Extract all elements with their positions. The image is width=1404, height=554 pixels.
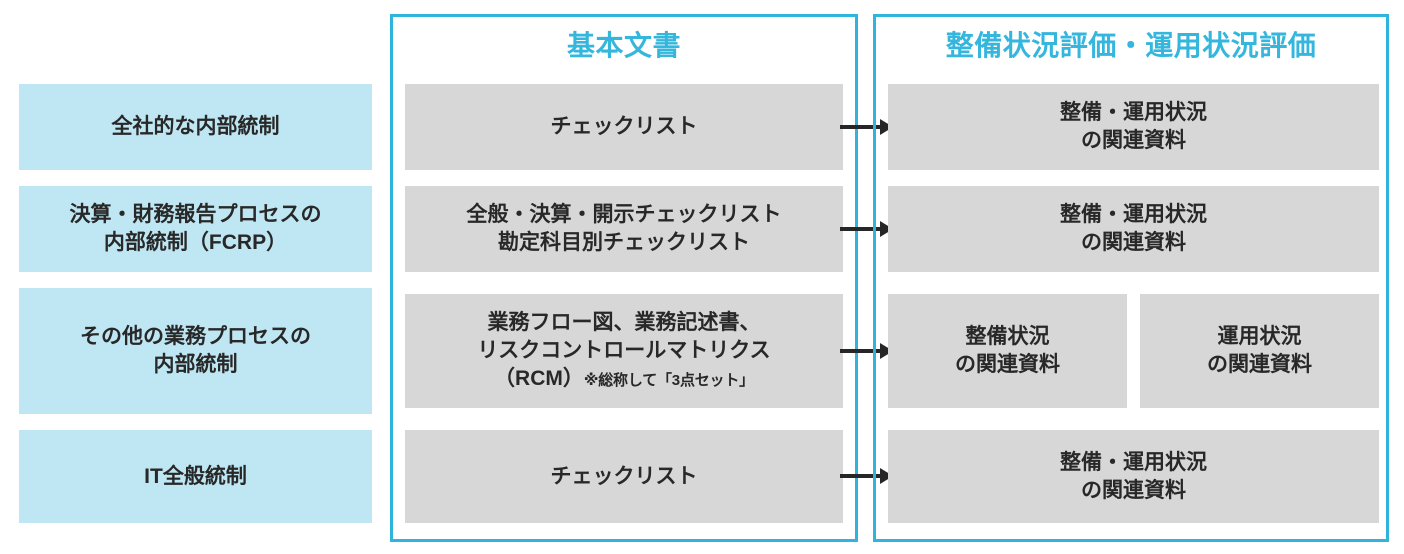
eval-doc-label-3a: 整備状況 の関連資料 [947, 323, 1068, 378]
basic-doc-label-2: 全般・決算・開示チェックリスト 勘定科目別チェックリスト [459, 201, 790, 256]
eval-doc-label-3a-line-2: の関連資料 [955, 353, 1060, 376]
basic-doc-label-1: チェックリスト [550, 115, 698, 139]
eval-doc-box-4: 整備・運用状況 の関連資料 [888, 430, 1379, 523]
arrow-shaft [840, 474, 882, 478]
eval-doc-box-3b: 運用状況 の関連資料 [1140, 294, 1379, 408]
eval-doc-label-3a-line-1: 整備状況 [965, 325, 1050, 349]
eval-doc-label-2: 整備・運用状況 の関連資料 [1052, 201, 1215, 256]
eval-doc-label-3b-line-2: の関連資料 [1207, 353, 1312, 376]
eval-doc-label-4-line-2: の関連資料 [1081, 478, 1186, 502]
basic-doc-label-3-line-1: 業務フロー図、業務記述書、 [487, 311, 761, 335]
basic-doc-label-2-line-1: 全般・決算・開示チェックリスト [466, 203, 782, 227]
arrow-shaft [840, 125, 882, 129]
category-label-2-line-1: 決算・財務報告プロセスの [69, 203, 322, 227]
eval-doc-label-1: 整備・運用状況 の関連資料 [1052, 99, 1215, 154]
category-label-3-line-2: 内部統制 [153, 353, 238, 376]
eval-doc-label-1-line-1: 整備・運用状況 [1060, 101, 1207, 125]
basic-doc-note-3: ※総称して「3点セット」 [583, 371, 754, 389]
category-label-3-line-1: その他の業務プロセスの [80, 325, 311, 349]
basic-doc-box-4: チェックリスト [405, 430, 843, 523]
eval-doc-label-4: 整備・運用状況 の関連資料 [1052, 449, 1215, 504]
eval-doc-label-1-line-2: の関連資料 [1081, 129, 1186, 152]
evaluation-title: 整備状況評価・運用状況評価 [945, 30, 1317, 61]
basic-doc-label-3: 業務フロー図、業務記述書、 リスクコントロールマトリクス （RCM）※総称して「… [469, 309, 778, 392]
eval-doc-label-2-line-2: の関連資料 [1081, 231, 1186, 254]
evaluation-panel: 整備状況評価・運用状況評価 [873, 14, 1389, 542]
category-label-4: IT全般統制 [144, 464, 247, 488]
category-label-2: 決算・財務報告プロセスの 内部統制（FCRP） [62, 201, 330, 256]
basic-doc-label-2-line-2: 勘定科目別チェックリスト [498, 231, 750, 254]
category-label-3: その他の業務プロセスの 内部統制 [72, 323, 319, 378]
basic-doc-label-4: チェックリスト [550, 464, 698, 488]
category-label-1: 全社的な内部統制 [111, 115, 280, 139]
basic-documents-title: 基本文書 [566, 30, 681, 61]
basic-doc-box-1: チェックリスト [405, 84, 843, 170]
category-box-3: その他の業務プロセスの 内部統制 [19, 288, 372, 414]
eval-doc-label-2-line-1: 整備・運用状況 [1060, 203, 1207, 227]
category-box-2: 決算・財務報告プロセスの 内部統制（FCRP） [19, 186, 372, 272]
category-box-1: 全社的な内部統制 [19, 84, 372, 170]
eval-doc-box-2: 整備・運用状況 の関連資料 [888, 186, 1379, 272]
eval-doc-box-3a: 整備状況 の関連資料 [888, 294, 1127, 408]
eval-doc-box-1: 整備・運用状況 の関連資料 [888, 84, 1379, 170]
eval-doc-label-4-line-1: 整備・運用状況 [1060, 450, 1207, 474]
basic-doc-box-2: 全般・決算・開示チェックリスト 勘定科目別チェックリスト [405, 186, 843, 272]
basic-documents-panel: 基本文書 [390, 14, 858, 542]
category-label-2-line-2: 内部統制（FCRP） [103, 231, 288, 254]
basic-doc-label-3-line-3: （RCM） [494, 366, 584, 390]
arrow-shaft [840, 227, 882, 231]
category-box-4: IT全般統制 [19, 430, 372, 523]
basic-doc-box-3: 業務フロー図、業務記述書、 リスクコントロールマトリクス （RCM）※総称して「… [405, 294, 843, 408]
arrow-shaft [840, 349, 882, 353]
basic-doc-label-3-line-2: リスクコントロールマトリクス [477, 339, 771, 363]
eval-doc-label-3b-line-1: 運用状況 [1217, 325, 1302, 349]
eval-doc-label-3b: 運用状況 の関連資料 [1199, 323, 1320, 378]
